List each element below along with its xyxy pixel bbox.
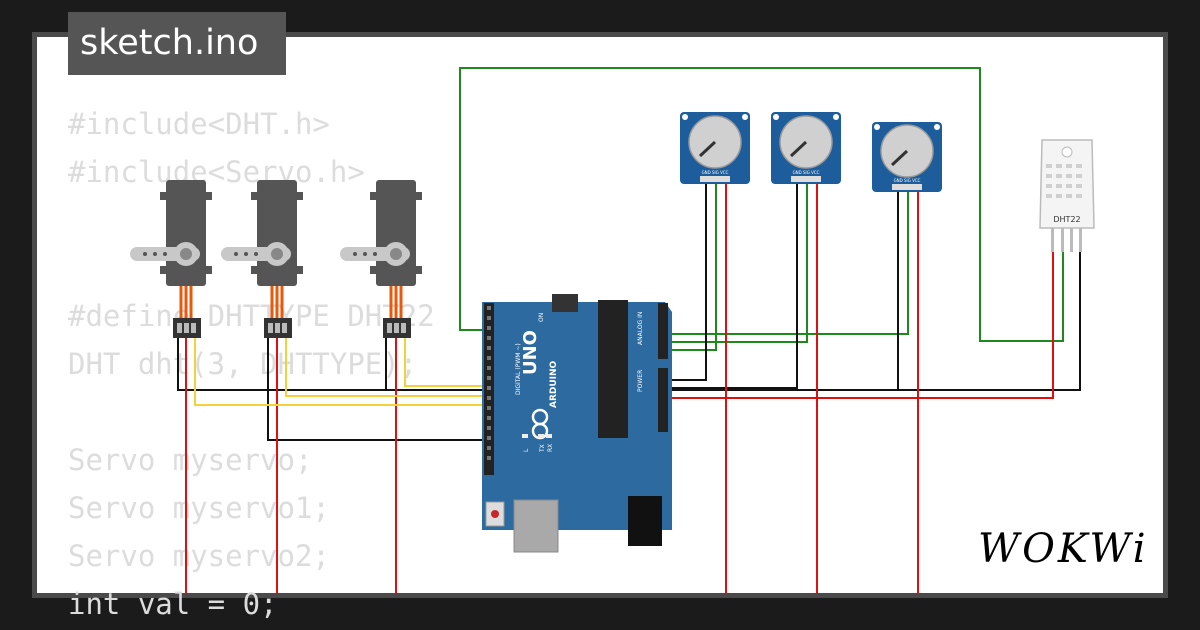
servo-3[interactable] [340,180,422,338]
dht22-sensor[interactable]: DHT22 [1039,139,1095,252]
wire-black-pot1 [665,182,707,381]
dht22-label: DHT22 [1053,215,1080,224]
servo-1[interactable] [130,180,212,338]
potentiometer-3[interactable]: GND SIG VCC [872,122,942,192]
microcontroller-chip [598,300,628,438]
reset-button[interactable] [485,501,505,527]
arduino-uno-board[interactable]: UNO ARDUINO DIGITAL (PWM ~) ANALOG IN PO… [482,294,672,553]
code-line: Servo myservo1; [68,491,330,525]
pot-pin-label: GND SIG VCC [702,170,729,175]
wire-yellow-servo2 [285,338,492,397]
wire-black-pot2 [665,182,798,389]
wire-yellow-servo3 [404,338,492,387]
wire-green-pot2 [665,182,808,343]
power-label: POWER [637,370,644,392]
file-tab[interactable]: sketch.ino [68,12,286,75]
wire-green-pot1 [665,182,717,351]
on-label: ON [538,313,545,322]
code-line: #include<DHT.h> [68,107,330,141]
code-line: #include<Servo.h> [68,155,365,189]
code-line: #define DHTTYPE DHT22 [68,299,435,333]
wokwi-logo: WOKWi [978,526,1149,572]
servo-2[interactable] [221,180,303,338]
wire-yellow-servo1 [194,338,492,406]
led-label-l: L [523,448,530,452]
code-line: int val = 0; [68,587,278,621]
wire-black-pot3 [665,190,899,391]
usb-port [513,499,559,553]
wire-black-servo1 [177,338,492,391]
digital-label: DIGITAL (PWM ~) [515,343,522,395]
analog-label: ANALOG IN [637,312,644,345]
power-header[interactable] [658,368,668,432]
power-jack [628,496,662,546]
wire-black-servo2 [267,338,492,441]
wire-red-dht [665,252,1054,399]
analog-header[interactable] [658,303,668,359]
code-line: Servo myservo; [68,443,313,477]
code-editor[interactable]: #include<DHT.h> #include<Servo.h> #defin… [68,100,435,628]
wires [177,67,1081,593]
code-line: Servo myservo2; [68,539,330,573]
board-model-label: UNO [520,330,541,375]
potentiometer-2[interactable]: GND SIG VCC [771,112,841,184]
status-leds: L TX RX [522,434,554,453]
led-label-rx: RX [547,444,554,452]
board-brand-label: ARDUINO [549,360,559,408]
wire-black-dht [665,252,1081,391]
pot-pin-label: GND SIG VCC [894,178,921,183]
pot-pin-label: GND SIG VCC [793,170,820,175]
potentiometer-1[interactable]: GND SIG VCC [680,112,750,184]
led-label-tx: TX [539,444,546,453]
wire-green-pot3 [665,190,909,335]
wire-green-dht [459,67,1064,342]
